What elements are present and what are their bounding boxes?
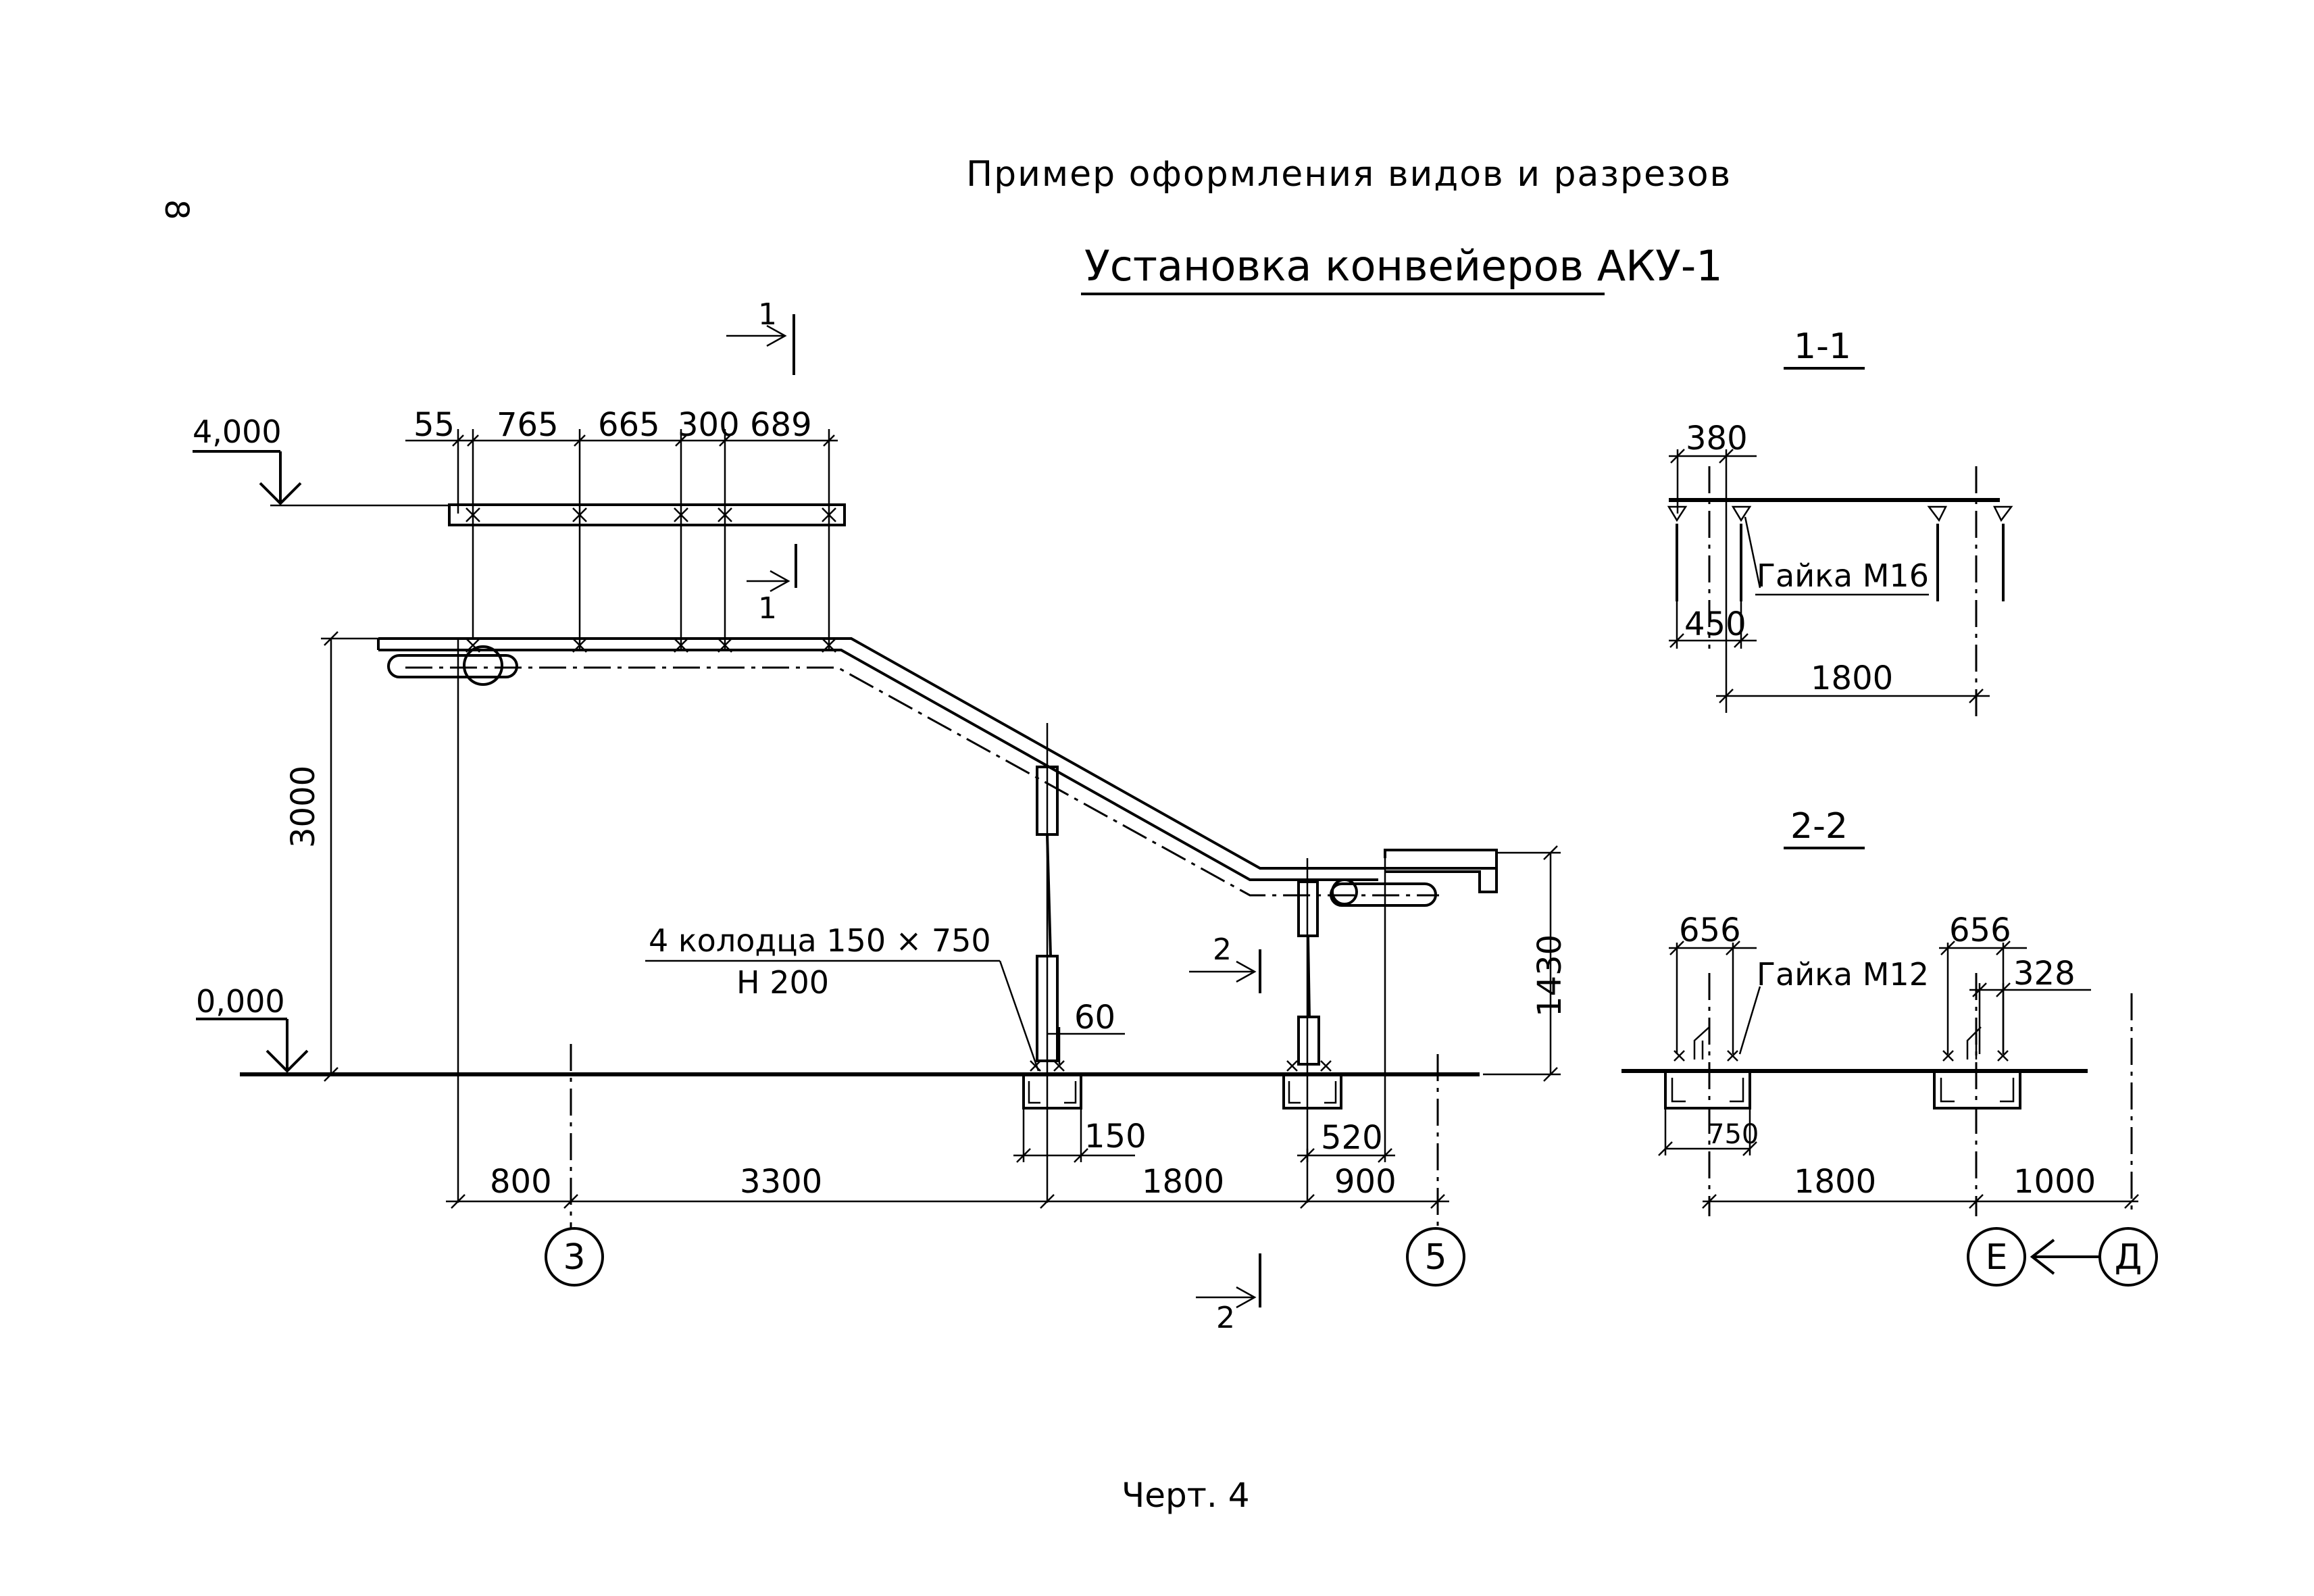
section-2-2: 2-2 656 Гайка М12 656 xyxy=(1621,806,2158,1287)
axis-bubble-3 xyxy=(545,1227,604,1287)
dim-bottom-900: 900 xyxy=(1334,1163,1397,1201)
elevation-top-label: 4,000 xyxy=(193,414,282,450)
dim-656-a: 656 xyxy=(1679,912,1741,949)
dim-bottom-1800: 1800 xyxy=(1142,1163,1224,1201)
page-number: 8 xyxy=(157,199,195,220)
dim-450: 450 xyxy=(1684,605,1746,643)
nut-m12-label: Гайка М12 xyxy=(1757,956,1929,993)
elevation-ground-arrow xyxy=(266,1049,309,1073)
svg-text:2: 2 xyxy=(1216,1301,1235,1335)
section-mark-2-bottom: 2 xyxy=(1196,1253,1261,1335)
section-mark-1-top: 1 xyxy=(726,297,795,375)
section-1-1: 1-1 380 Гайка М16 450 xyxy=(1667,326,2013,716)
page-title: Пример оформления видов и разрезов xyxy=(966,154,1732,195)
dim-height-3000: 3000 xyxy=(284,766,322,848)
main-view: 4,000 55 765 665 300 689 xyxy=(193,297,1569,1335)
dim-top-765: 765 xyxy=(497,406,559,444)
support-lower-middle xyxy=(1036,955,1059,1062)
axis-bubble-e xyxy=(1967,1227,2026,1287)
drive-drum-left xyxy=(387,654,518,678)
dim-2-2-1800: 1800 xyxy=(1794,1163,1876,1201)
dim-top-300: 300 xyxy=(678,406,740,444)
well-label-line1: 4 колодца 150 × 750 xyxy=(649,922,991,959)
drive-pulley-left xyxy=(463,645,503,686)
section-mark-2-top: 2 xyxy=(1189,932,1261,993)
nut-m16-label: Гайка М16 xyxy=(1757,557,1929,594)
upper-beam xyxy=(448,503,846,526)
dim-328: 328 xyxy=(2013,955,2076,993)
dim-380: 380 xyxy=(1686,420,1748,457)
svg-text:1: 1 xyxy=(758,591,777,626)
axis-label-e: Е xyxy=(1986,1237,2008,1278)
tail-unit-right xyxy=(1384,849,1498,893)
dim-520: 520 xyxy=(1321,1119,1383,1157)
section-mark-1-bottom: 1 xyxy=(747,544,797,626)
dim-656-b: 656 xyxy=(1949,912,2011,949)
axis-label-5: 5 xyxy=(1424,1237,1447,1278)
dim-1-1-1800: 1800 xyxy=(1811,659,1893,697)
dim-bottom-800: 800 xyxy=(490,1163,552,1201)
dim-bottom-3300: 3300 xyxy=(740,1163,822,1201)
axis-bubble-5 xyxy=(1406,1227,1465,1287)
elevation-ground-label: 0,000 xyxy=(196,983,285,1020)
axis-label-d: Д xyxy=(2115,1237,2142,1278)
svg-text:2: 2 xyxy=(1213,932,1232,967)
dim-60: 60 xyxy=(1074,999,1115,1037)
dim-2-2-1000: 1000 xyxy=(2013,1163,2096,1201)
dim-top-55: 55 xyxy=(413,406,455,444)
drawing-subtitle: Установка конвейеров АКУ-1 xyxy=(1084,241,1723,291)
conveyor-frame-bottom xyxy=(378,649,1378,881)
conveyor-axis xyxy=(405,666,1439,897)
axis-bubble-d xyxy=(2098,1227,2158,1287)
axis-label-3: 3 xyxy=(563,1237,585,1278)
support-lower-right xyxy=(1297,1016,1320,1066)
elevation-top-arrow xyxy=(259,482,302,505)
dim-top-689: 689 xyxy=(750,406,812,444)
section-1-1-title: 1-1 xyxy=(1794,326,1851,367)
svg-text:1: 1 xyxy=(758,297,777,332)
drawing-caption: Черт. 4 xyxy=(1122,1476,1250,1515)
dim-top-665: 665 xyxy=(598,406,660,444)
dim-750: 750 xyxy=(1707,1119,1759,1150)
well-label-line2: Н 200 xyxy=(736,964,829,1001)
section-2-2-title: 2-2 xyxy=(1790,806,1848,847)
conveyor-frame-top xyxy=(378,637,1496,870)
dim-height-1430: 1430 xyxy=(1531,934,1569,1017)
dim-150: 150 xyxy=(1084,1118,1147,1155)
